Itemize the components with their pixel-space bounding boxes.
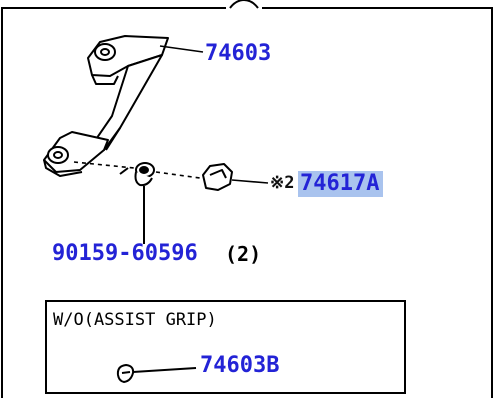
leader-lines xyxy=(159,45,269,184)
cover-clip-icon xyxy=(202,163,233,191)
assist-grip-handle xyxy=(43,35,169,177)
leader-dashed-lines xyxy=(73,161,201,179)
part-number-screw[interactable]: 90159-60596 xyxy=(52,241,198,266)
alt-box-title: W/O(ASSIST GRIP) xyxy=(53,310,217,330)
outer-frame xyxy=(1,0,493,398)
screw-icon xyxy=(119,162,155,244)
alt-box-frame xyxy=(45,300,406,394)
small-clip-icon xyxy=(116,363,197,384)
part-number-grip[interactable]: 74603 xyxy=(205,41,272,66)
screw-quantity: (2) xyxy=(225,242,262,266)
cover-prefix-note: ※2 xyxy=(270,173,295,193)
part-number-alt[interactable]: 74603B xyxy=(200,353,280,378)
part-number-cover[interactable]: 74617A xyxy=(298,171,384,197)
